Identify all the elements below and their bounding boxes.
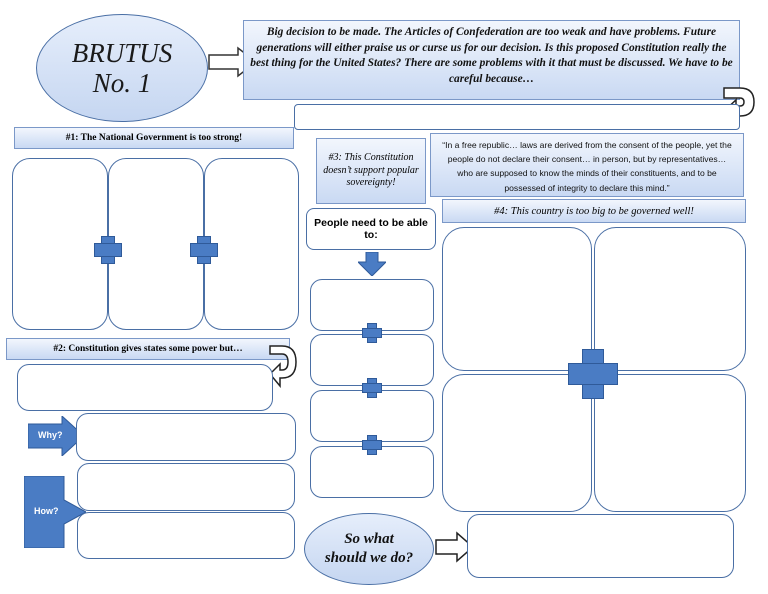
how-arrow: How? [24, 476, 86, 548]
point2-header: #2: Constitution gives states some power… [6, 338, 290, 360]
how-label: How? [34, 506, 59, 516]
people-need-text: People need to be able to: [314, 217, 428, 241]
so-what-answer-box[interactable] [467, 514, 734, 578]
point3-text: #3: This Constitution doesn’t support po… [323, 152, 419, 189]
plus-connector-icon [362, 378, 382, 398]
point4-box-2[interactable] [594, 227, 746, 371]
how-answer-box-1[interactable] [77, 463, 295, 511]
title-line2: No. 1 [92, 68, 152, 98]
point4-header: #4: This country is too big to be govern… [442, 199, 746, 223]
plus-connector-icon [362, 435, 382, 455]
point4-text: #4: This country is too big to be govern… [494, 205, 694, 217]
point4-box-3[interactable] [442, 374, 592, 512]
intro-box: Big decision to be made. The Articles of… [243, 20, 740, 100]
point1-box-3[interactable] [204, 158, 299, 330]
quote-box: “In a free republic… laws are derived fr… [430, 133, 744, 197]
intro-text: Big decision to be made. The Articles of… [250, 26, 733, 85]
point3-header: #3: This Constitution doesn’t support po… [316, 138, 426, 204]
right-arrow-icon [435, 531, 475, 563]
point1-text: #1: The National Government is too stron… [65, 133, 243, 143]
why-answer-box[interactable] [76, 413, 296, 461]
why-label: Why? [38, 430, 63, 440]
point4-box-4[interactable] [594, 374, 746, 512]
plus-connector-icon [362, 323, 382, 343]
so-what-ellipse: So what should we do? [304, 513, 434, 585]
point2-answer-box[interactable] [17, 364, 273, 411]
title-ellipse: BRUTUS No. 1 [36, 14, 208, 122]
quote-text: “In a free republic… laws are derived fr… [442, 140, 732, 193]
why-arrow: Why? [28, 416, 84, 456]
plus-connector-icon [190, 236, 218, 264]
point4-box-1[interactable] [442, 227, 592, 371]
down-arrow-icon [358, 252, 386, 276]
point2-text: #2: Constitution gives states some power… [53, 344, 243, 354]
plus-connector-icon [94, 236, 122, 264]
people-need-box: People need to be able to: [306, 208, 436, 250]
point1-header: #1: The National Government is too stron… [14, 127, 294, 149]
point1-box-1[interactable] [12, 158, 108, 330]
title-line1: BRUTUS [71, 38, 173, 68]
so-what-line2: should we do? [324, 550, 414, 566]
intro-answer-box[interactable] [294, 104, 740, 130]
how-answer-box-2[interactable] [77, 512, 295, 559]
curved-arrow-icon [268, 345, 297, 388]
so-what-line1: So what [344, 531, 394, 547]
plus-connector-icon [568, 349, 618, 399]
